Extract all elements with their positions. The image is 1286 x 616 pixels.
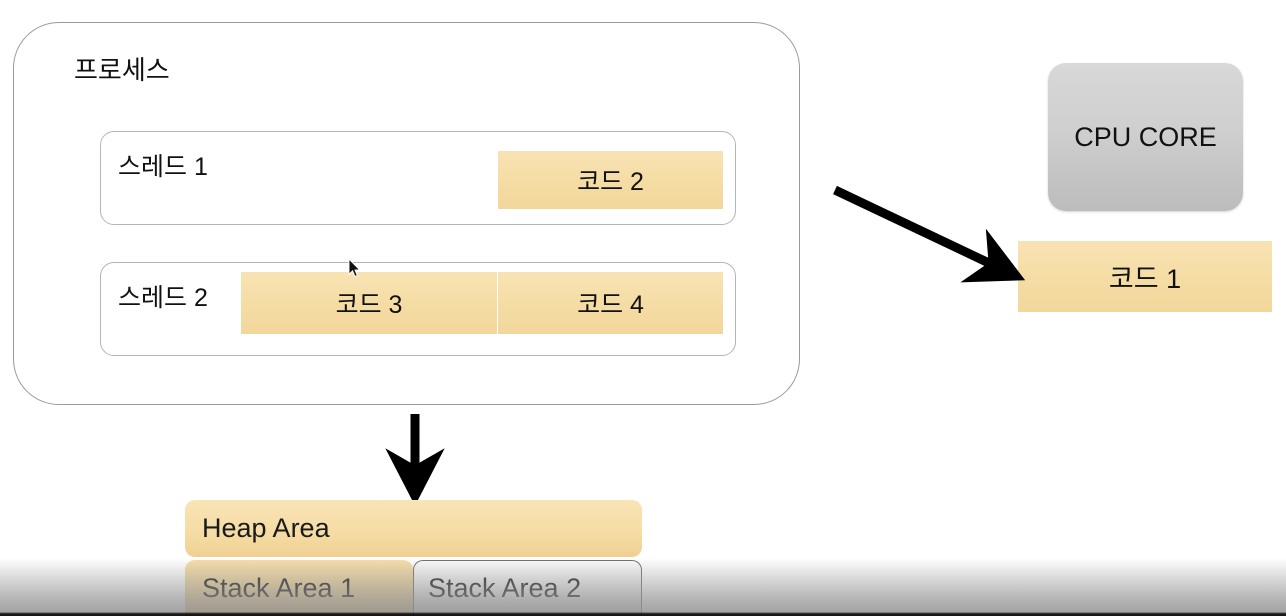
code-block-code-4: 코드 4	[498, 272, 723, 334]
mouse-pointer-icon	[348, 258, 361, 277]
process-title-label: 프로세스	[74, 55, 170, 85]
cpu-core-box: CPU CORE	[1048, 63, 1243, 211]
stack-area-1-box: Stack Area 1	[185, 560, 413, 616]
heap-area-box: Heap Area	[185, 500, 642, 557]
stack-area-2-box: Stack Area 2	[413, 560, 642, 616]
arrow-process-to-memory-icon	[385, 414, 445, 506]
code-block-code-1: 코드 1	[1018, 241, 1272, 312]
code-block-code-3: 코드 3	[241, 272, 498, 334]
code-block-code-2: 코드 2	[498, 151, 723, 209]
thread-1-label: 스레드 1	[118, 153, 208, 181]
thread-2-label: 스레드 2	[118, 284, 208, 312]
arrow-thread-to-cpu-code-icon	[833, 185, 1026, 283]
